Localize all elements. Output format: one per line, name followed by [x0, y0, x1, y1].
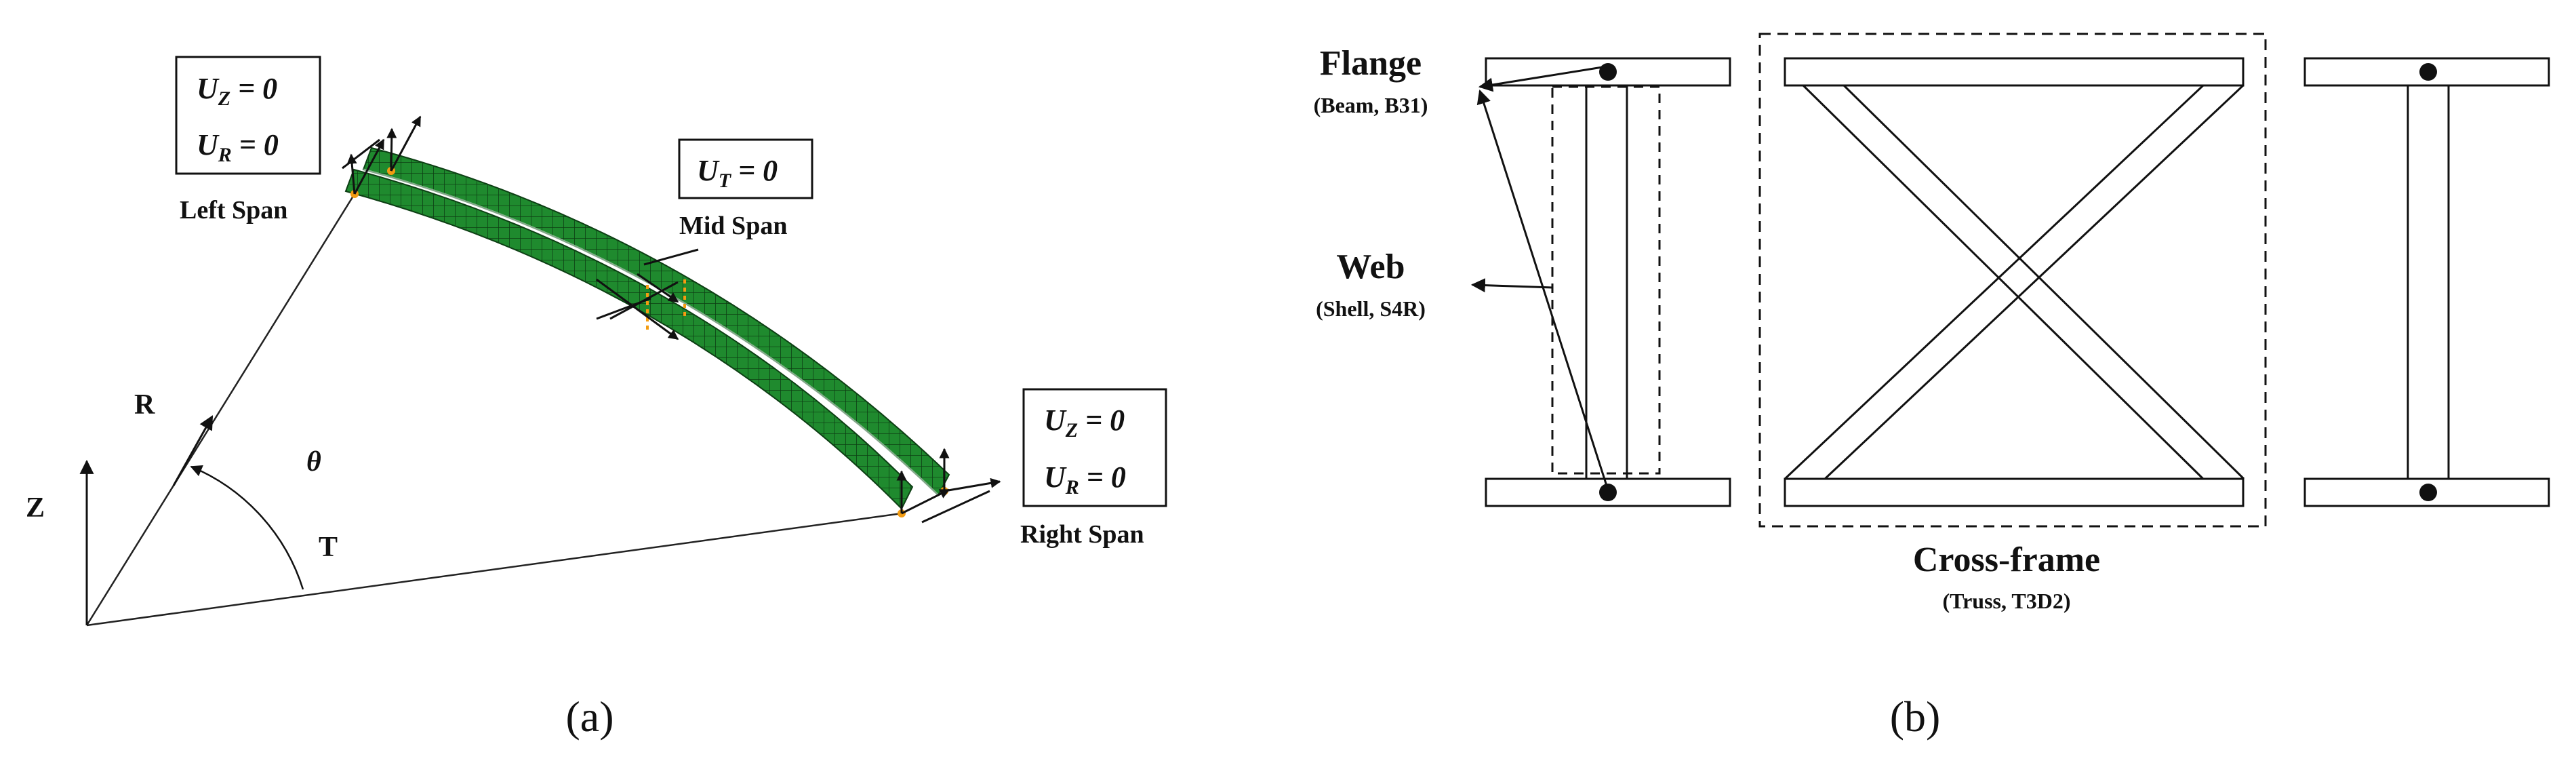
theta-arc: [190, 465, 304, 590]
left-bc-box: UZ = 0 UR = 0: [175, 56, 321, 175]
radial-line-right: [86, 512, 902, 627]
flange-sub-label: (Beam, B31): [1314, 93, 1428, 117]
mid-support-arrows: [596, 248, 699, 340]
left-bc2-sub: R: [218, 144, 232, 166]
radial-line-left: [85, 193, 356, 626]
left-bc2-rest: = 0: [232, 128, 279, 161]
mid-bc1-rest: = 0: [731, 154, 778, 187]
right-bc1-sub: Z: [1065, 419, 1078, 442]
web-sub-label: (Shell, S4R): [1316, 296, 1426, 321]
right-bc2-var: U: [1044, 461, 1067, 494]
caption-b: (b): [1890, 692, 1941, 741]
svg-text:UR = 0: UR = 0: [197, 128, 279, 166]
cross-frame-label: Cross-frame: [1913, 541, 2100, 579]
right-span-label: Right Span: [1020, 520, 1144, 549]
left-span-label: Left Span: [180, 196, 287, 224]
left-bc1-sub: Z: [218, 87, 230, 110]
cross-frame-dashed-box: [1758, 33, 2267, 528]
svg-text:UT = 0: UT = 0: [697, 154, 778, 192]
i-girder-right: [2303, 57, 2550, 507]
cross-frame: [1784, 57, 2245, 507]
theta-label: θ: [306, 446, 321, 477]
i-girder-left: [1485, 57, 1731, 507]
svg-text:UZ = 0: UZ = 0: [1044, 404, 1125, 442]
girder-inner: [344, 168, 914, 510]
left-bc1-var: U: [197, 72, 220, 105]
cross-frame-sub-label: (Truss, T3D2): [1942, 589, 2070, 613]
panel-b: [1470, 33, 2550, 528]
mid-bc-box: UT = 0: [678, 138, 813, 199]
right-bc-box: UZ = 0 UR = 0: [1022, 388, 1167, 507]
svg-text:UZ = 0: UZ = 0: [197, 72, 277, 110]
web-leader: [1470, 278, 1553, 293]
svg-text:UR = 0: UR = 0: [1044, 461, 1126, 498]
caption-a: (a): [565, 692, 613, 741]
mid-bc1-var: U: [697, 154, 720, 187]
axis-t-label: T: [319, 532, 338, 563]
axis-r-label: R: [134, 389, 155, 420]
right-bc1-rest: = 0: [1078, 404, 1125, 437]
right-bc2-rest: = 0: [1079, 461, 1126, 494]
web-shell-outline: [1551, 85, 1661, 475]
right-support-arrows: [896, 448, 1001, 524]
flange-nodes: [1599, 63, 2437, 501]
left-bc1-rest: = 0: [230, 72, 277, 105]
mid-span-label: Mid Span: [679, 212, 787, 240]
flange-label: Flange: [1320, 44, 1422, 83]
right-bc2-sub: R: [1065, 476, 1079, 498]
midspan-crossframe: [646, 279, 686, 332]
web-label: Web: [1336, 248, 1405, 286]
left-bc2-var: U: [197, 128, 220, 161]
flange-leader-top: [1478, 65, 1607, 92]
panel-a: Z R T θ UZ = 0 UR = 0 Left Span UT = 0 M…: [26, 56, 1167, 741]
axis-z-label: Z: [26, 492, 45, 524]
mid-bc1-sub: T: [719, 170, 732, 192]
r-axis-arrow: [172, 415, 214, 486]
right-bc1-var: U: [1044, 404, 1067, 437]
left-support-arrows: [342, 115, 422, 195]
